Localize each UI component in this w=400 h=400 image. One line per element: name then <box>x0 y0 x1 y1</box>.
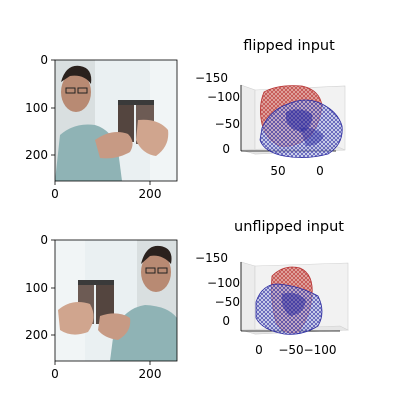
x-tick-label: 200 <box>139 187 162 201</box>
z-tick-label: 0 <box>222 142 230 156</box>
z-tick-label: −50 <box>215 295 240 309</box>
x-tick-label: 0 <box>51 367 59 381</box>
y-tick-label: 0 <box>40 53 48 67</box>
z-tick-label: −100 <box>207 90 240 104</box>
x-tick-label: 0 <box>255 343 263 357</box>
y-tick-label: 100 <box>25 101 48 115</box>
y-tick-label: 200 <box>25 148 48 162</box>
axis-labels: 0 200 0 100 200 0 200 0 100 200 flipped input −150 −… <box>25 38 344 381</box>
chart-title: flipped input <box>243 38 335 54</box>
z-tick-label: −50 <box>215 117 240 131</box>
mesh-panel-bottom-right <box>240 261 350 335</box>
image-panel-top-left <box>54 59 178 182</box>
photo-top-left <box>55 60 177 181</box>
y-tick-label: 0 <box>40 233 48 247</box>
y-tick-label: 200 <box>25 328 48 342</box>
x-tick-label: 0 <box>316 164 324 178</box>
z-tick-label: −150 <box>195 251 228 265</box>
x-tick-label: −50 <box>278 343 303 357</box>
x-tick-label: −100 <box>304 343 337 357</box>
z-tick-label: 0 <box>222 314 230 328</box>
x-tick-label: 200 <box>139 367 162 381</box>
z-tick-label: −150 <box>195 71 228 85</box>
x-tick-label: 0 <box>51 187 59 201</box>
z-tick-label: −100 <box>207 276 240 290</box>
chart-title: unflipped input <box>234 219 344 235</box>
x-tick-label: 50 <box>270 164 285 178</box>
y-tick-label: 100 <box>25 281 48 295</box>
photo-bottom-left <box>55 240 177 361</box>
mesh-panel-top-right <box>240 84 346 158</box>
image-panel-bottom-left <box>54 239 178 362</box>
